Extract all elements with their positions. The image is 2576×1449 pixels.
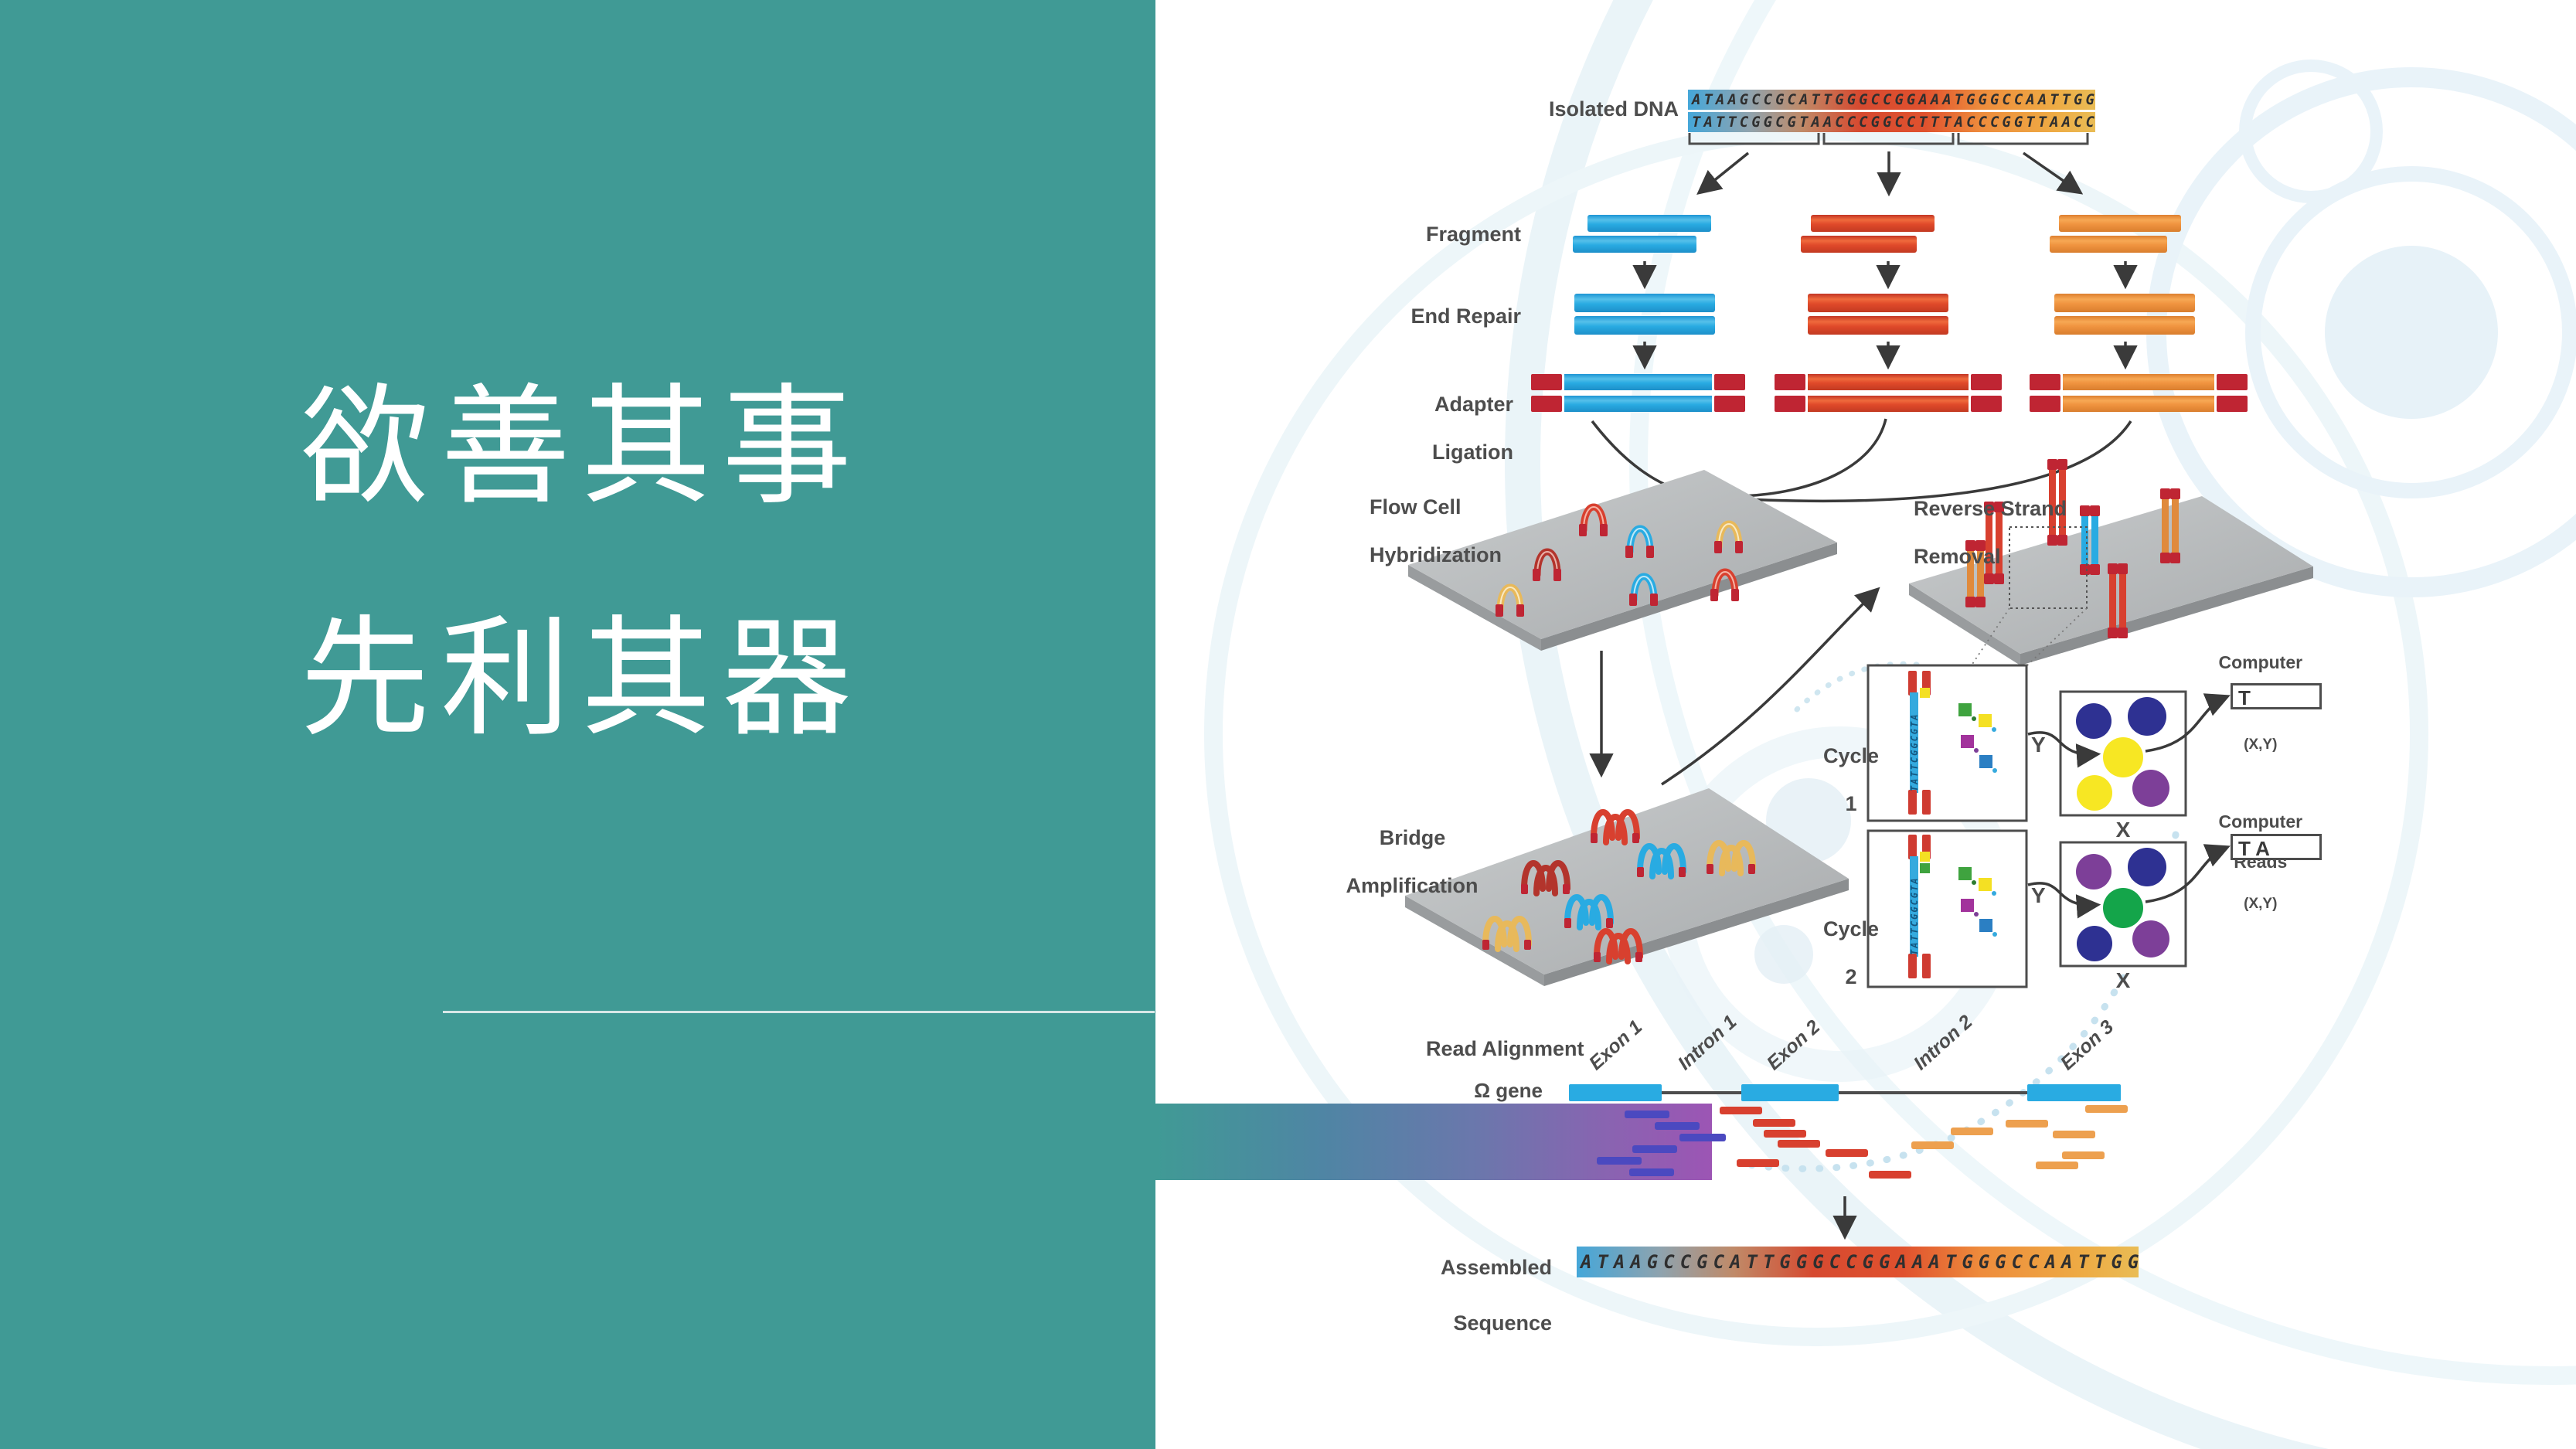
aligned-reads-exon2 <box>1720 1107 1911 1179</box>
aligned-reads-exon3 <box>1911 1105 2128 1169</box>
title-panel: 欲善其事 先利其器 <box>0 0 1155 1449</box>
y-axis-label-2: Y <box>2031 883 2046 907</box>
flow-cell-bridges <box>1496 503 1743 617</box>
end-repair-label: End Repair <box>1411 304 1521 328</box>
cycle2-box <box>1866 829 2028 988</box>
computer-reads-label-2: Computer Reads (X,Y) <box>2218 811 2303 912</box>
row-arrows-1 <box>1632 261 2138 290</box>
gradient-accent-bar <box>1155 1104 1712 1180</box>
y-axis-label-1: Y <box>2031 733 2046 757</box>
flow-cell-label: Flow Cell Hybridization <box>1370 495 1502 566</box>
fragmentation-brackets <box>1688 133 2089 145</box>
cycle1-template-sequence: TATTCGGCGTA <box>1909 713 1920 791</box>
read-output-box-1: T <box>2231 683 2322 709</box>
plate-flow-arrows <box>1589 587 1880 786</box>
reverse-strand-clusters <box>1965 459 2180 638</box>
read-output-box-2: T A <box>2231 834 2322 860</box>
cycle1-box <box>1866 664 2028 822</box>
cluster-image-cycle1 <box>2059 690 2187 817</box>
adapter-ligation-label: Adapter Ligation <box>1432 393 1513 464</box>
isolated-dna-sequence: ATAAGCCGCATTGGGCCGGAAATGGGCCAATTGG TATTC… <box>1688 90 2095 134</box>
bridge-amplification-label: Bridge Amplification <box>1346 826 1479 897</box>
assembled-sequence-bar: ATAAGCCGCATTGGGCCGGAAATGGGCCAATTGG <box>1577 1247 2139 1277</box>
fragment-label: Fragment <box>1425 223 1521 246</box>
cycle2-template-sequence: TATTCGGCGTA <box>1909 876 1920 955</box>
assembled-sequence-label: Assembled Sequence <box>1440 1256 1552 1335</box>
reverse-strand-label: Reverse Strand Removal <box>1914 497 2067 568</box>
adapter-ligation-bars <box>1531 374 2248 412</box>
sequence-top-strand: ATAAGCCGCATTGGGCCGGAAATGGGCCAATTGG <box>1688 90 2095 110</box>
title-line-2: 先利其器 <box>300 606 863 751</box>
bridge-amplification-clusters <box>1482 809 1756 964</box>
fragment-bars <box>1573 215 2181 253</box>
cycle1-label: Cycle 1 <box>1822 744 1880 815</box>
cycle2-label: Cycle 2 <box>1822 917 1880 988</box>
sequence-bottom-strand: TATTCGGCGTAACCCGGCCTTTACCCGGTTAACC <box>1688 112 2095 132</box>
read-alignment-label: Read Alignment <box>1426 1037 1584 1060</box>
x-axis-label-2: X <box>2115 968 2131 992</box>
bracket-arrows <box>1696 151 2084 197</box>
aligned-reads-exon1 <box>1597 1111 1726 1176</box>
x-axis-label-1: X <box>2115 818 2131 842</box>
gene-label: Ω gene <box>1474 1079 1543 1102</box>
gene-model <box>1569 1084 2121 1101</box>
isolated-dna-label: Isolated DNA <box>1548 97 1679 121</box>
cluster-zoom-box <box>2009 526 2088 609</box>
title-line-1: 欲善其事 <box>300 374 863 519</box>
divider-line <box>443 1011 1155 1013</box>
end-repair-bars <box>1574 294 2195 335</box>
cycle-read-arrows <box>2027 693 2231 919</box>
row-arrows-2 <box>1632 342 2138 370</box>
